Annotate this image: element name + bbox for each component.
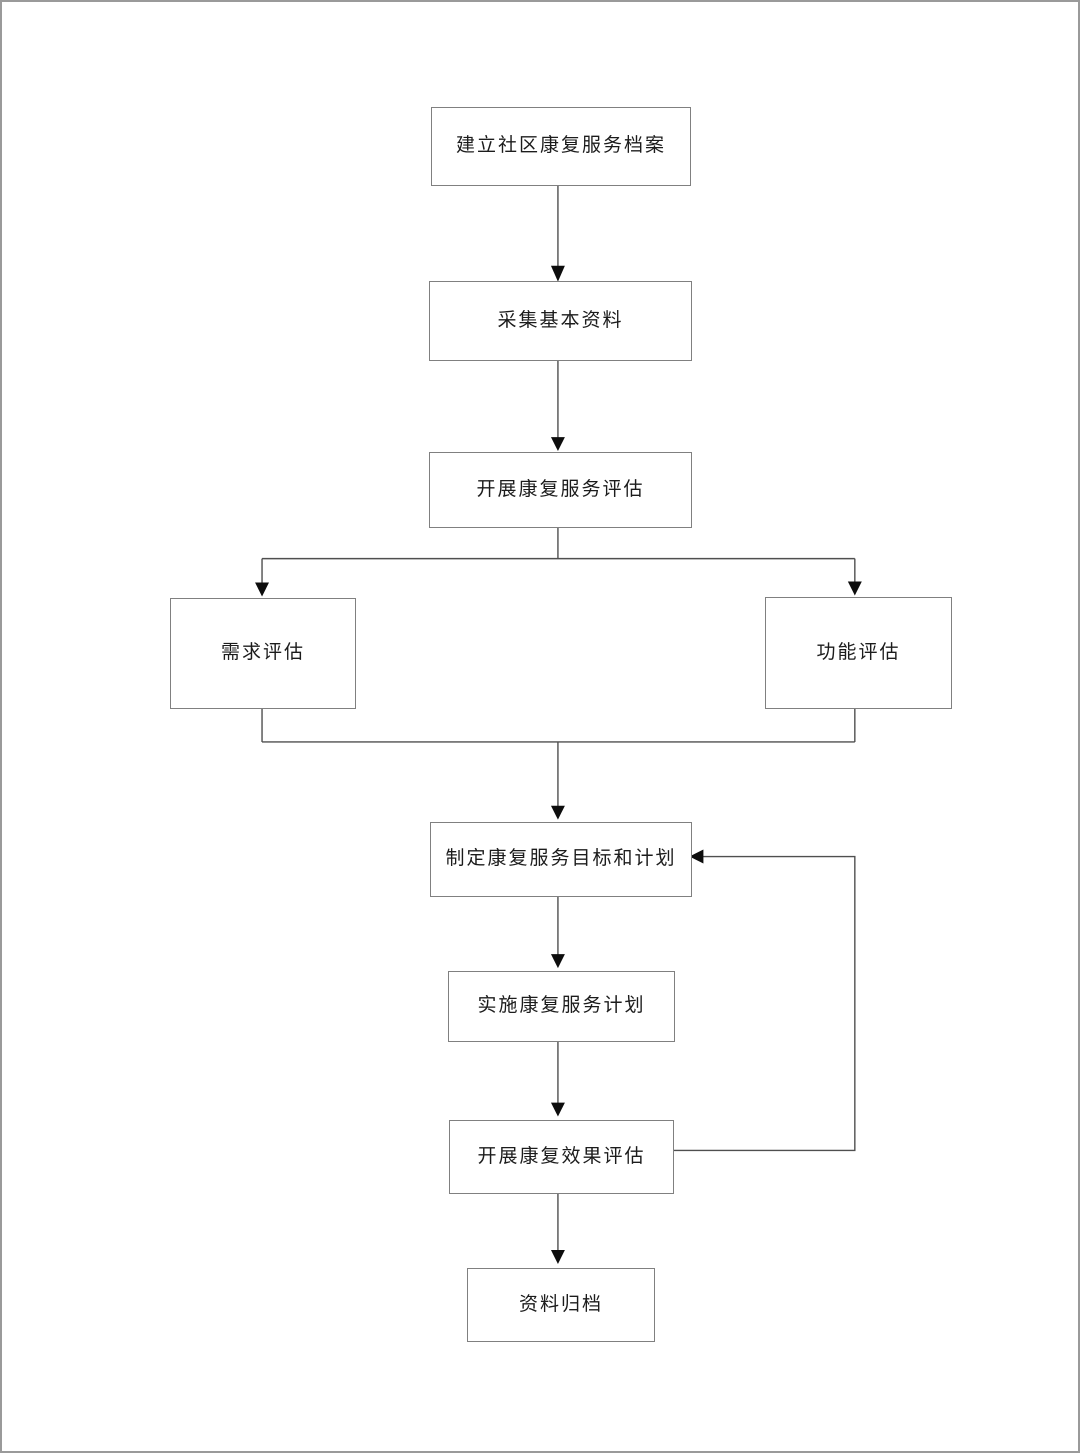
arrowhead-down-icon <box>550 805 565 820</box>
node-set-goals-plan: 制定康复服务目标和计划 <box>430 822 692 897</box>
edge-feedback-loop <box>671 855 856 1152</box>
arrowhead-down-icon <box>550 1250 565 1265</box>
node-archive-data: 资料归档 <box>467 1268 655 1342</box>
node-effect-assessment: 开展康复效果评估 <box>449 1120 674 1194</box>
node-service-assessment: 开展康复服务评估 <box>429 452 692 528</box>
node-function-assessment: 功能评估 <box>765 597 952 709</box>
node-label: 功能评估 <box>816 641 901 663</box>
arrowhead-left-icon <box>689 849 704 864</box>
arrowhead-down-icon <box>550 437 565 452</box>
arrowhead-down-icon <box>847 581 862 596</box>
node-label: 开展康复服务评估 <box>476 478 645 500</box>
edge-merge <box>261 707 856 807</box>
node-label: 建立社区康复服务档案 <box>455 135 666 157</box>
node-label: 开展康复效果评估 <box>477 1145 646 1167</box>
arrowhead-down-icon <box>550 1102 565 1117</box>
edge-branch <box>261 526 856 584</box>
node-label: 需求评估 <box>220 642 305 664</box>
node-label: 采集基本资料 <box>497 309 624 331</box>
node-needs-assessment: 需求评估 <box>170 598 356 709</box>
node-create-archive: 建立社区康复服务档案 <box>431 107 691 186</box>
node-label: 资料归档 <box>518 1293 603 1315</box>
arrowhead-down-icon <box>255 582 270 597</box>
arrowhead-down-icon <box>550 954 565 969</box>
node-collect-basic-info: 采集基本资料 <box>429 281 692 361</box>
arrowhead-down-icon <box>550 265 565 282</box>
node-label: 实施康复服务计划 <box>477 995 646 1017</box>
node-label: 制定康复服务目标和计划 <box>445 848 677 870</box>
node-implement-plan: 实施康复服务计划 <box>448 971 675 1042</box>
